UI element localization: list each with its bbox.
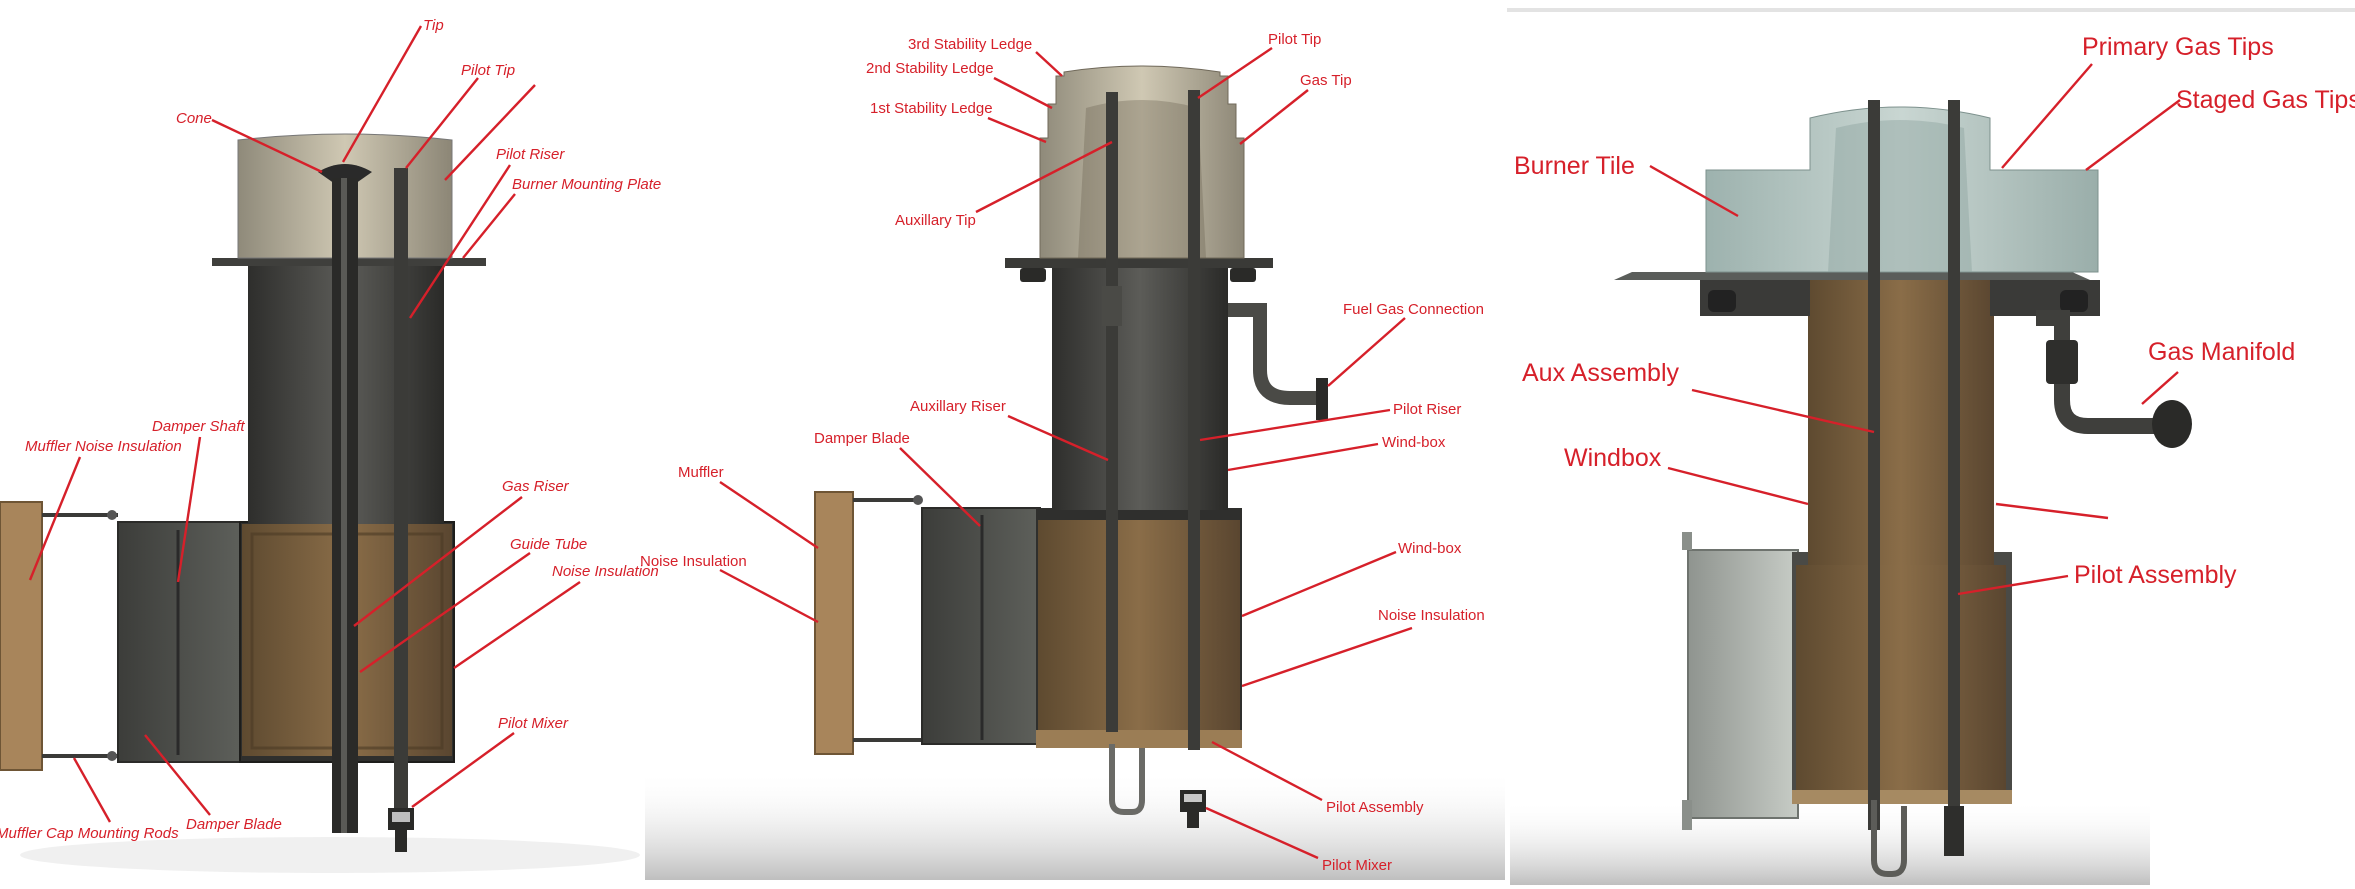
label-pilot-mixer: Pilot Mixer (1322, 857, 1392, 874)
label-3rd-stability-ledge: 3rd Stability Ledge (908, 36, 1032, 53)
label-damper-shaft: Damper Shaft (152, 418, 245, 435)
burner-tile (1705, 106, 2099, 273)
label-noise-insulation-right: Noise Insulation (1378, 607, 1485, 624)
panel-2-burner-section: 3rd Stability Ledge 2nd Stability Ledge … (640, 31, 1505, 880)
label-pilot-riser: Pilot Riser (1393, 401, 1461, 418)
label-gas-manifold: Gas Manifold (2148, 338, 2295, 366)
pilot-riser (394, 168, 408, 808)
label-damper-blade: Damper Blade (814, 430, 910, 447)
label-gas-tip: Gas Tip (1300, 72, 1352, 89)
label-pilot-mixer: Pilot Mixer (498, 715, 569, 732)
label-muffler-cap-mounting-rods: Muffler Cap Mounting Rods (0, 825, 179, 842)
label-staged-gas-tips: Staged Gas Tips (2176, 86, 2355, 114)
windbox-upper (1808, 270, 1994, 565)
label-pilot-assembly: Pilot Assembly (2074, 561, 2237, 589)
rod-nut-icon (107, 510, 117, 520)
aux-assembly-riser (1868, 100, 1880, 830)
panel-1-burner-section: Tip Pilot Tip Cone Pilot Riser Burner Mo… (0, 17, 661, 873)
floor-shadow (645, 770, 1505, 880)
muffler (814, 491, 854, 755)
floor-shadow (1510, 800, 2150, 885)
label-1st-stability-ledge: 1st Stability Ledge (870, 100, 993, 117)
label-guide-tube: Guide Tube (510, 536, 587, 553)
label-fuel-gas-connection: Fuel Gas Connection (1343, 301, 1484, 318)
wind-box-cylinder (1052, 258, 1228, 510)
label-pilot-tip: Pilot Tip (1268, 31, 1321, 48)
label-pilot-assembly: Pilot Assembly (1326, 799, 1424, 816)
burner-mounting-plate (1614, 272, 2090, 280)
fuel-gas-connection (1228, 303, 1318, 405)
auxiliary-riser (1106, 92, 1118, 732)
muffler-noise-insulation-panel (0, 501, 43, 771)
label-muffler-noise-insulation: Muffler Noise Insulation (25, 438, 182, 455)
base-plate (1036, 730, 1242, 748)
floor-shadow (20, 837, 640, 873)
label-burner-mounting-plate: Burner Mounting Plate (512, 176, 661, 193)
label-2nd-stability-ledge: 2nd Stability Ledge (866, 60, 994, 77)
label-wind-box-lower: Wind-box (1398, 540, 1462, 557)
label-noise-insulation-left: Noise Insulation (640, 553, 747, 570)
label-primary-gas-tips: Primary Gas Tips (2082, 33, 2274, 61)
rod-nut-icon (107, 751, 117, 761)
label-gas-riser: Gas Riser (502, 478, 570, 495)
label-pilot-riser: Pilot Riser (496, 146, 565, 163)
label-wind-box-upper: Wind-box (1382, 434, 1446, 451)
pilot-assembly-riser (1948, 100, 1960, 838)
label-pilot-tip: Pilot Tip (461, 62, 515, 79)
label-tip: Tip (423, 17, 444, 34)
panel-3-burner-section: Primary Gas Tips Staged Gas Tips Burner … (1507, 8, 2355, 886)
label-noise-insulation: Noise Insulation (552, 563, 659, 580)
label-windbox: Windbox (1564, 444, 1662, 472)
pilot-assembly-pipe (1871, 800, 1907, 877)
rod-nut-icon (913, 495, 923, 505)
label-damper-blade: Damper Blade (186, 816, 282, 833)
mounting-flange (1005, 258, 1273, 268)
label-burner-tile: Burner Tile (1514, 152, 1635, 180)
gas-manifold-outlet (2152, 400, 2192, 448)
noise-insulation (1796, 565, 2006, 795)
label-aux-assembly: Aux Assembly (1522, 359, 1680, 387)
muffler-damper-housing (1687, 549, 1799, 819)
label-cone: Cone (176, 110, 212, 127)
pilot-assembly-pipe (1109, 744, 1145, 815)
label-auxiliary-riser: Auxillary Riser (910, 398, 1006, 415)
label-auxiliary-tip: Auxillary Tip (895, 212, 976, 229)
pilot-riser (1188, 90, 1200, 750)
noise-insulation (1038, 520, 1240, 742)
label-muffler: Muffler (678, 464, 724, 481)
gas-manifold (2036, 310, 2160, 434)
cone (318, 164, 372, 186)
